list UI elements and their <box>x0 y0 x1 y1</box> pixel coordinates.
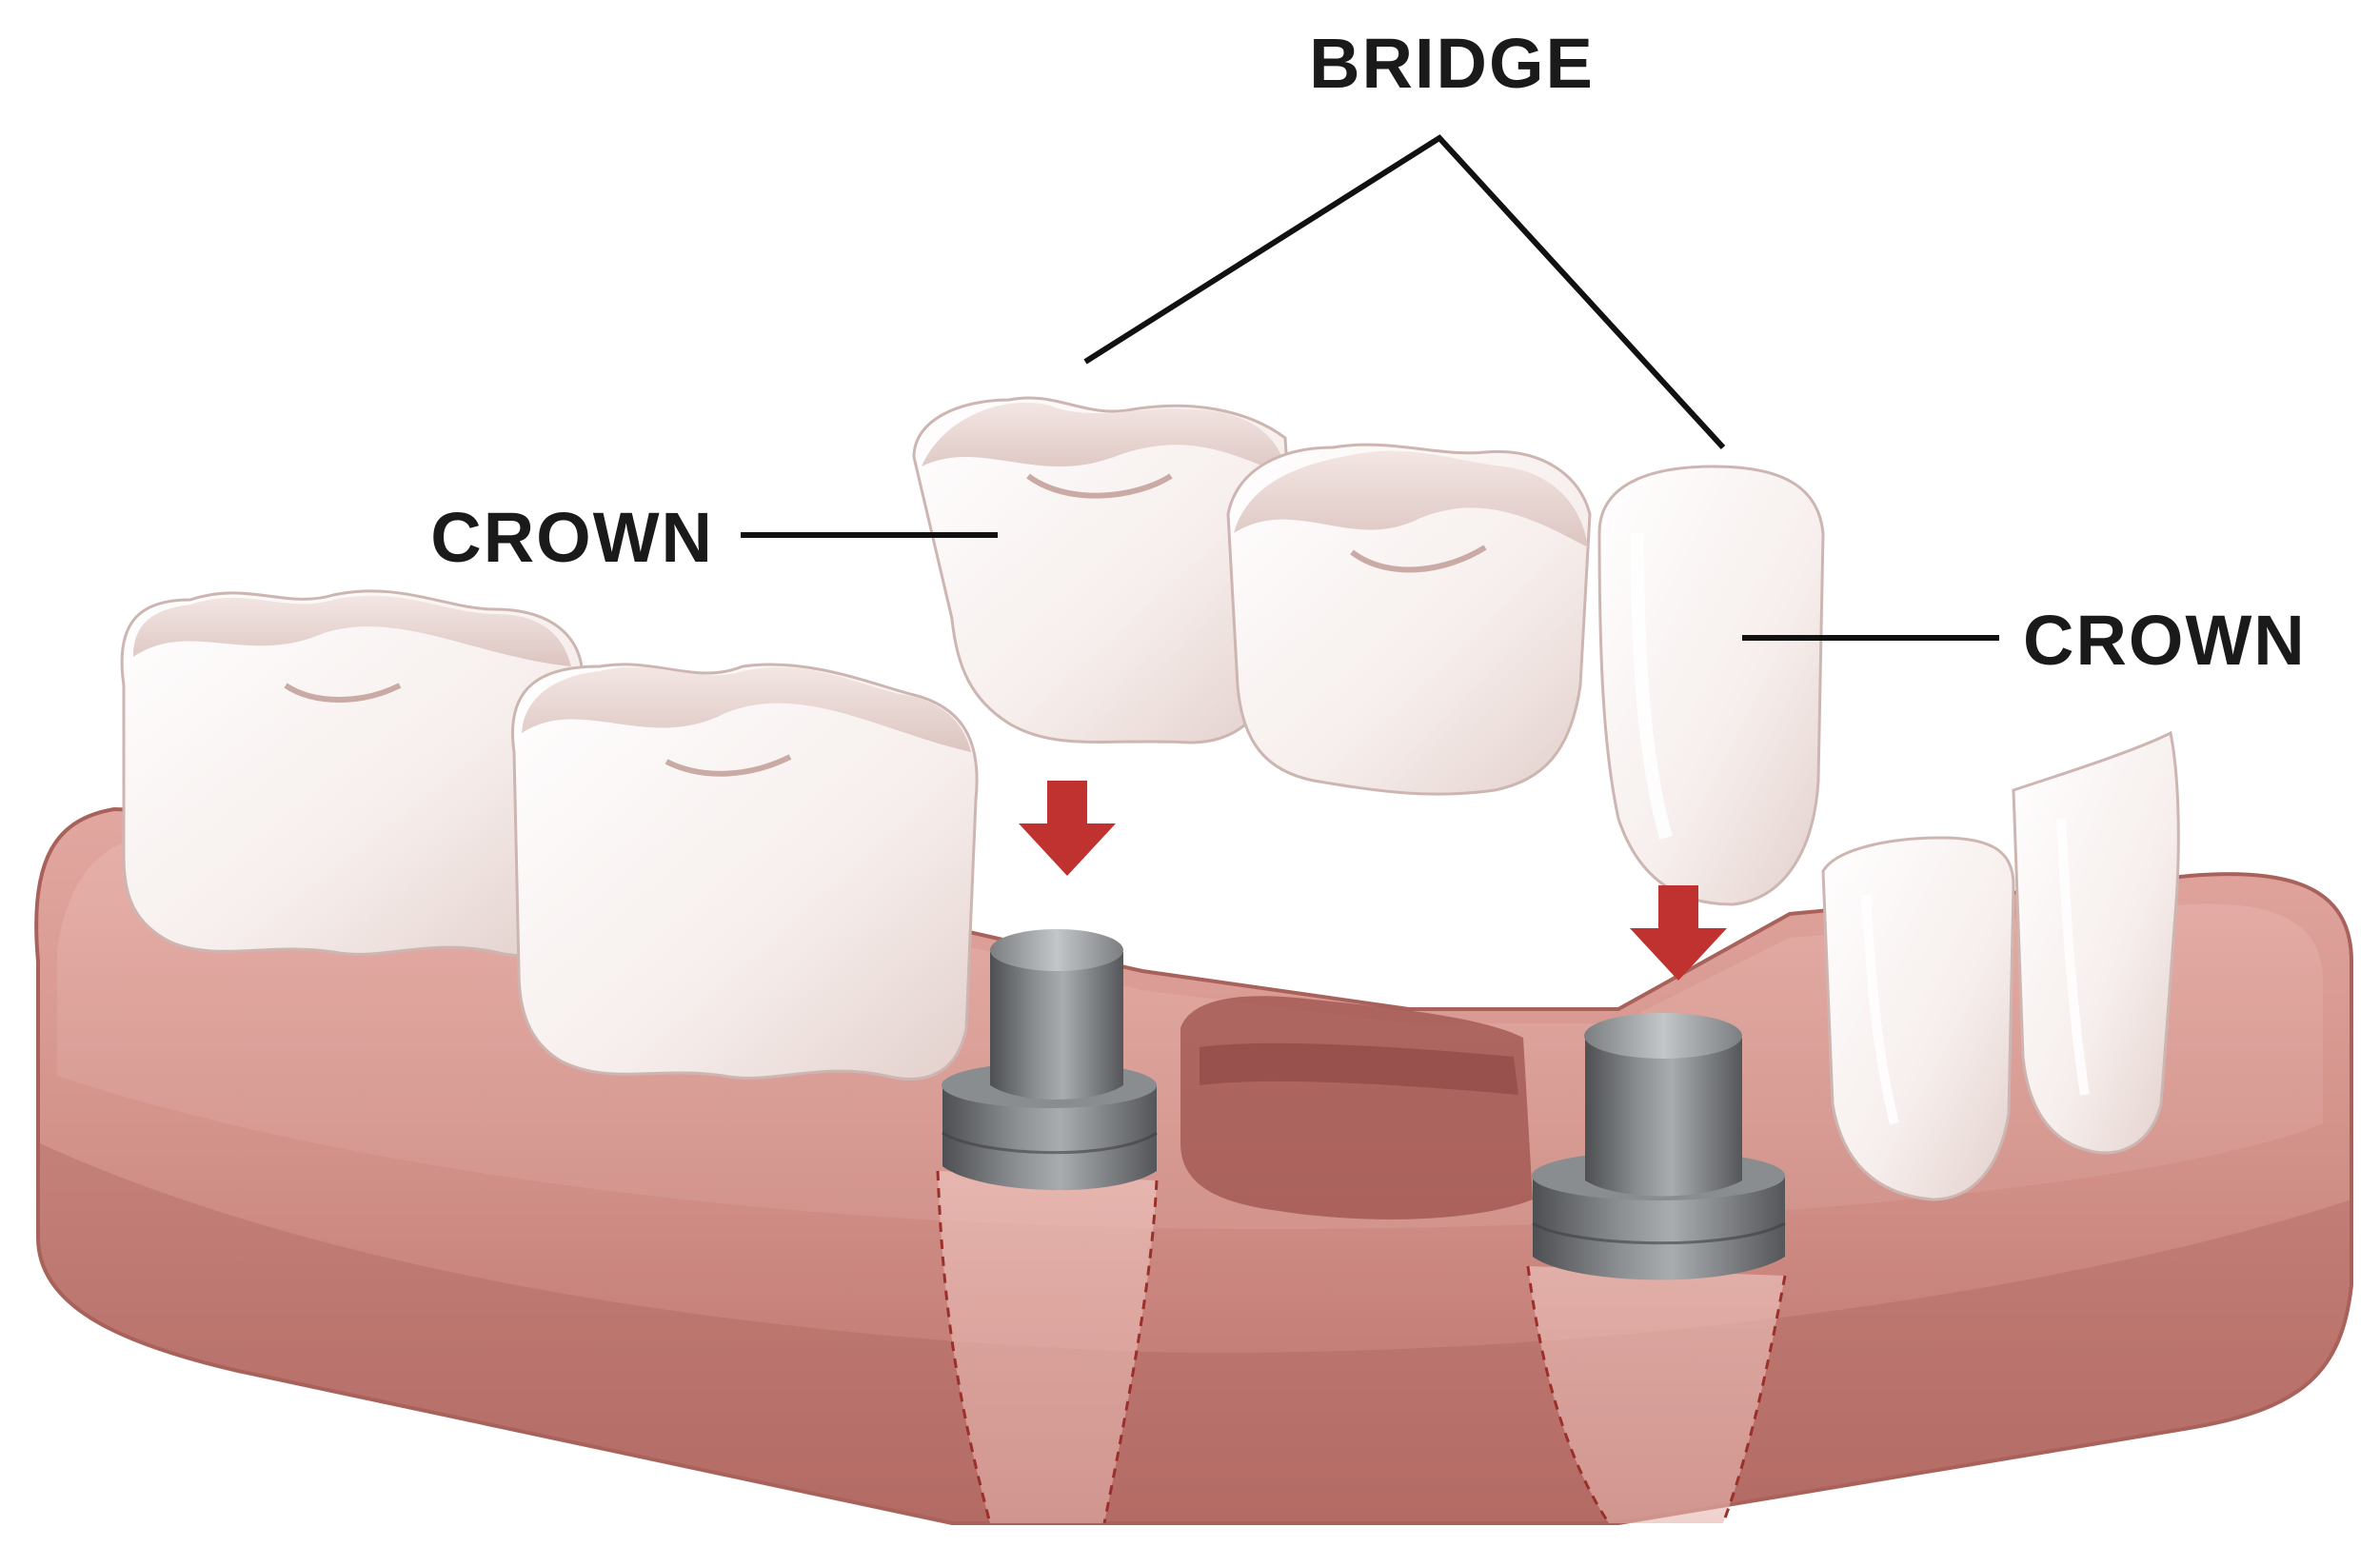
bridge-prosthesis <box>912 396 1825 906</box>
bridge-pontic <box>1226 443 1592 796</box>
abutment-root-right <box>1526 1265 1787 1524</box>
arrow-down-icon <box>1019 781 1116 876</box>
bridge-leader <box>1083 134 1726 450</box>
bridge-crown-right <box>1597 465 1825 906</box>
abutment-post-right <box>1532 1013 1786 1280</box>
abutment-post-left <box>942 929 1158 1191</box>
crown-left-label: CROWN <box>430 498 714 577</box>
abutment-root-left <box>936 1170 1159 1524</box>
leader-lines <box>741 134 1999 641</box>
missing-tooth-gap <box>1180 996 1533 1220</box>
bridge-label: BRIDGE <box>1309 24 1595 103</box>
crown-right-label: CROWN <box>2023 601 2307 680</box>
natural-front-teeth-right <box>1821 730 2180 1201</box>
arrow-down-icon <box>1630 885 1727 981</box>
natural-molar-left <box>120 589 585 958</box>
natural-molar-second <box>511 663 979 1081</box>
